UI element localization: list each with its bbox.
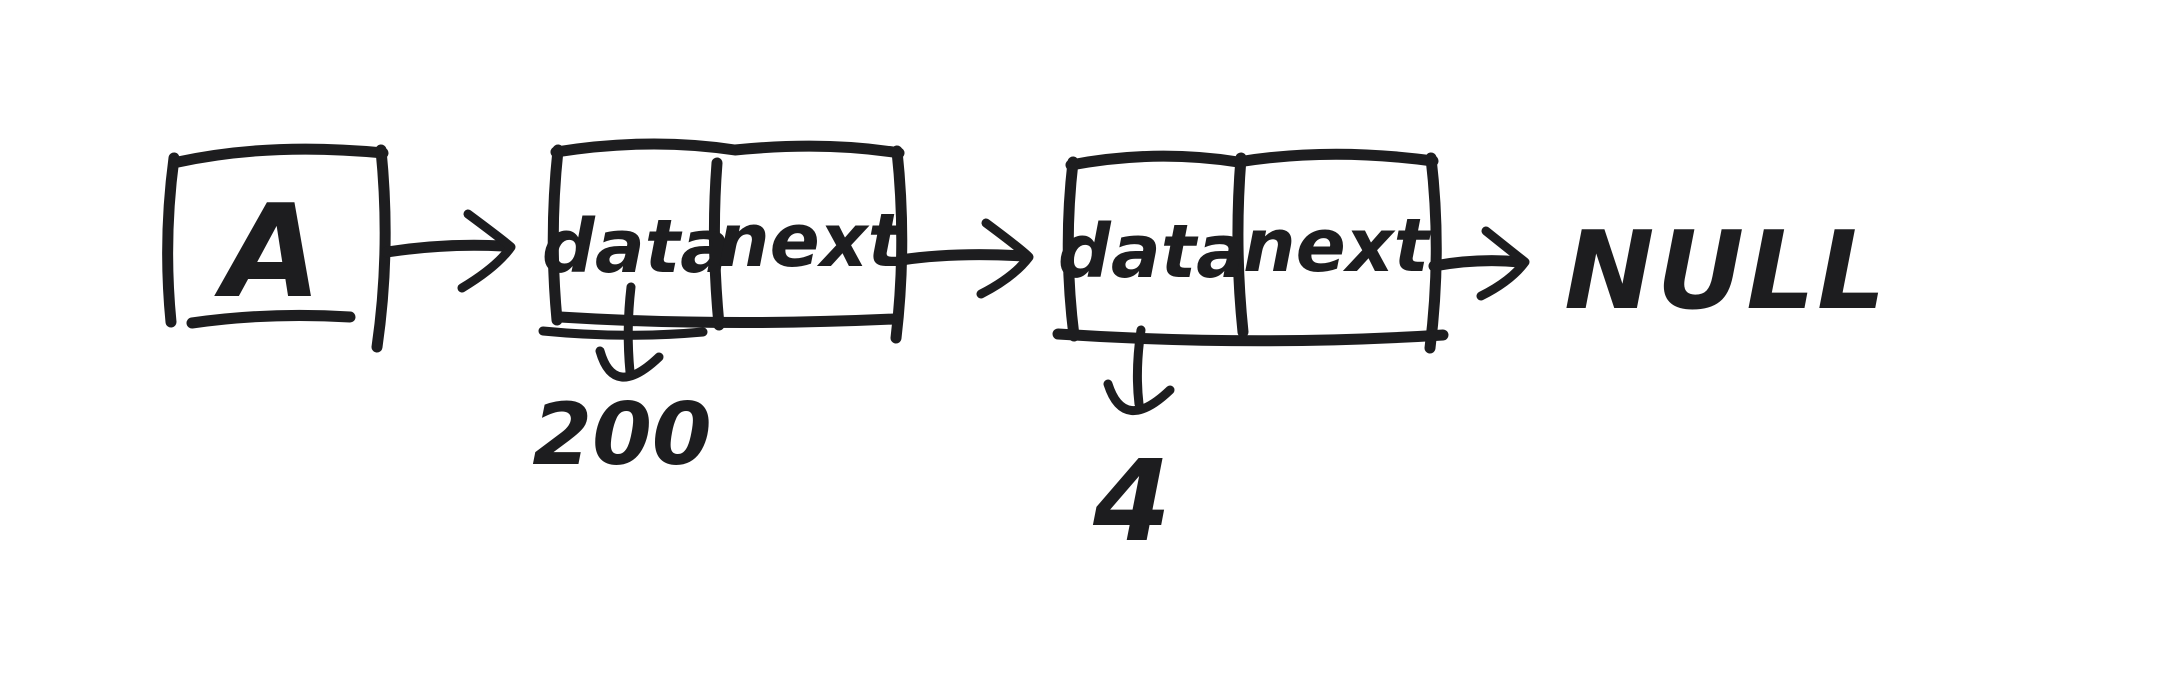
head-pointer-label: A [213, 178, 321, 327]
down-arrow-shaft [1132, 325, 1146, 409]
node2-left-stroke [1062, 156, 1080, 342]
node1-left-stroke [547, 144, 564, 326]
down-arrow-head [1103, 379, 1175, 415]
node1-box: data next [538, 138, 908, 344]
node1-top-stroke [550, 138, 905, 159]
head-box-bottom-stroke [186, 309, 356, 329]
node1-value-pointer: 200 [532, 282, 712, 485]
arrow-head-to-node1-icon [381, 209, 516, 293]
arrow-node2-to-null-icon [1428, 226, 1530, 301]
head-box-top-stroke [172, 143, 389, 168]
node2-bottom-stroke [1052, 328, 1449, 347]
head-pointer-box: A [162, 143, 391, 353]
node1-next-label: next [717, 198, 906, 284]
node1-bottom-stroke [554, 311, 900, 329]
node2-divider-stroke [1232, 152, 1249, 338]
null-terminator-label: NULL [1564, 209, 1888, 334]
node1-bottom-overshoot-stroke [538, 326, 708, 340]
arrow-shaft [1428, 255, 1526, 272]
arrow-head [457, 209, 516, 293]
node2-right-stroke [1424, 152, 1442, 354]
down-arrow-shaft [623, 282, 636, 377]
node2-value: 4 [1092, 437, 1171, 567]
arrow-head [976, 218, 1034, 299]
node2-value-pointer: 4 [1092, 325, 1175, 567]
arrow-shaft [381, 239, 509, 258]
arrow-head [1476, 226, 1530, 301]
head-box-left-stroke [162, 152, 180, 328]
arrow-node1-to-node2-icon [895, 218, 1034, 299]
node1-value: 200 [532, 385, 712, 485]
node1-data-label: data [542, 204, 730, 290]
node2-top-stroke [1065, 148, 1439, 171]
node1-divider-stroke [708, 157, 725, 331]
down-arrow-head [595, 346, 664, 382]
node2-data-label: data [1058, 209, 1246, 295]
node2-next-label: next [1243, 203, 1432, 289]
arrow-shaft [895, 249, 1029, 266]
node2-box: data next [1052, 148, 1449, 354]
